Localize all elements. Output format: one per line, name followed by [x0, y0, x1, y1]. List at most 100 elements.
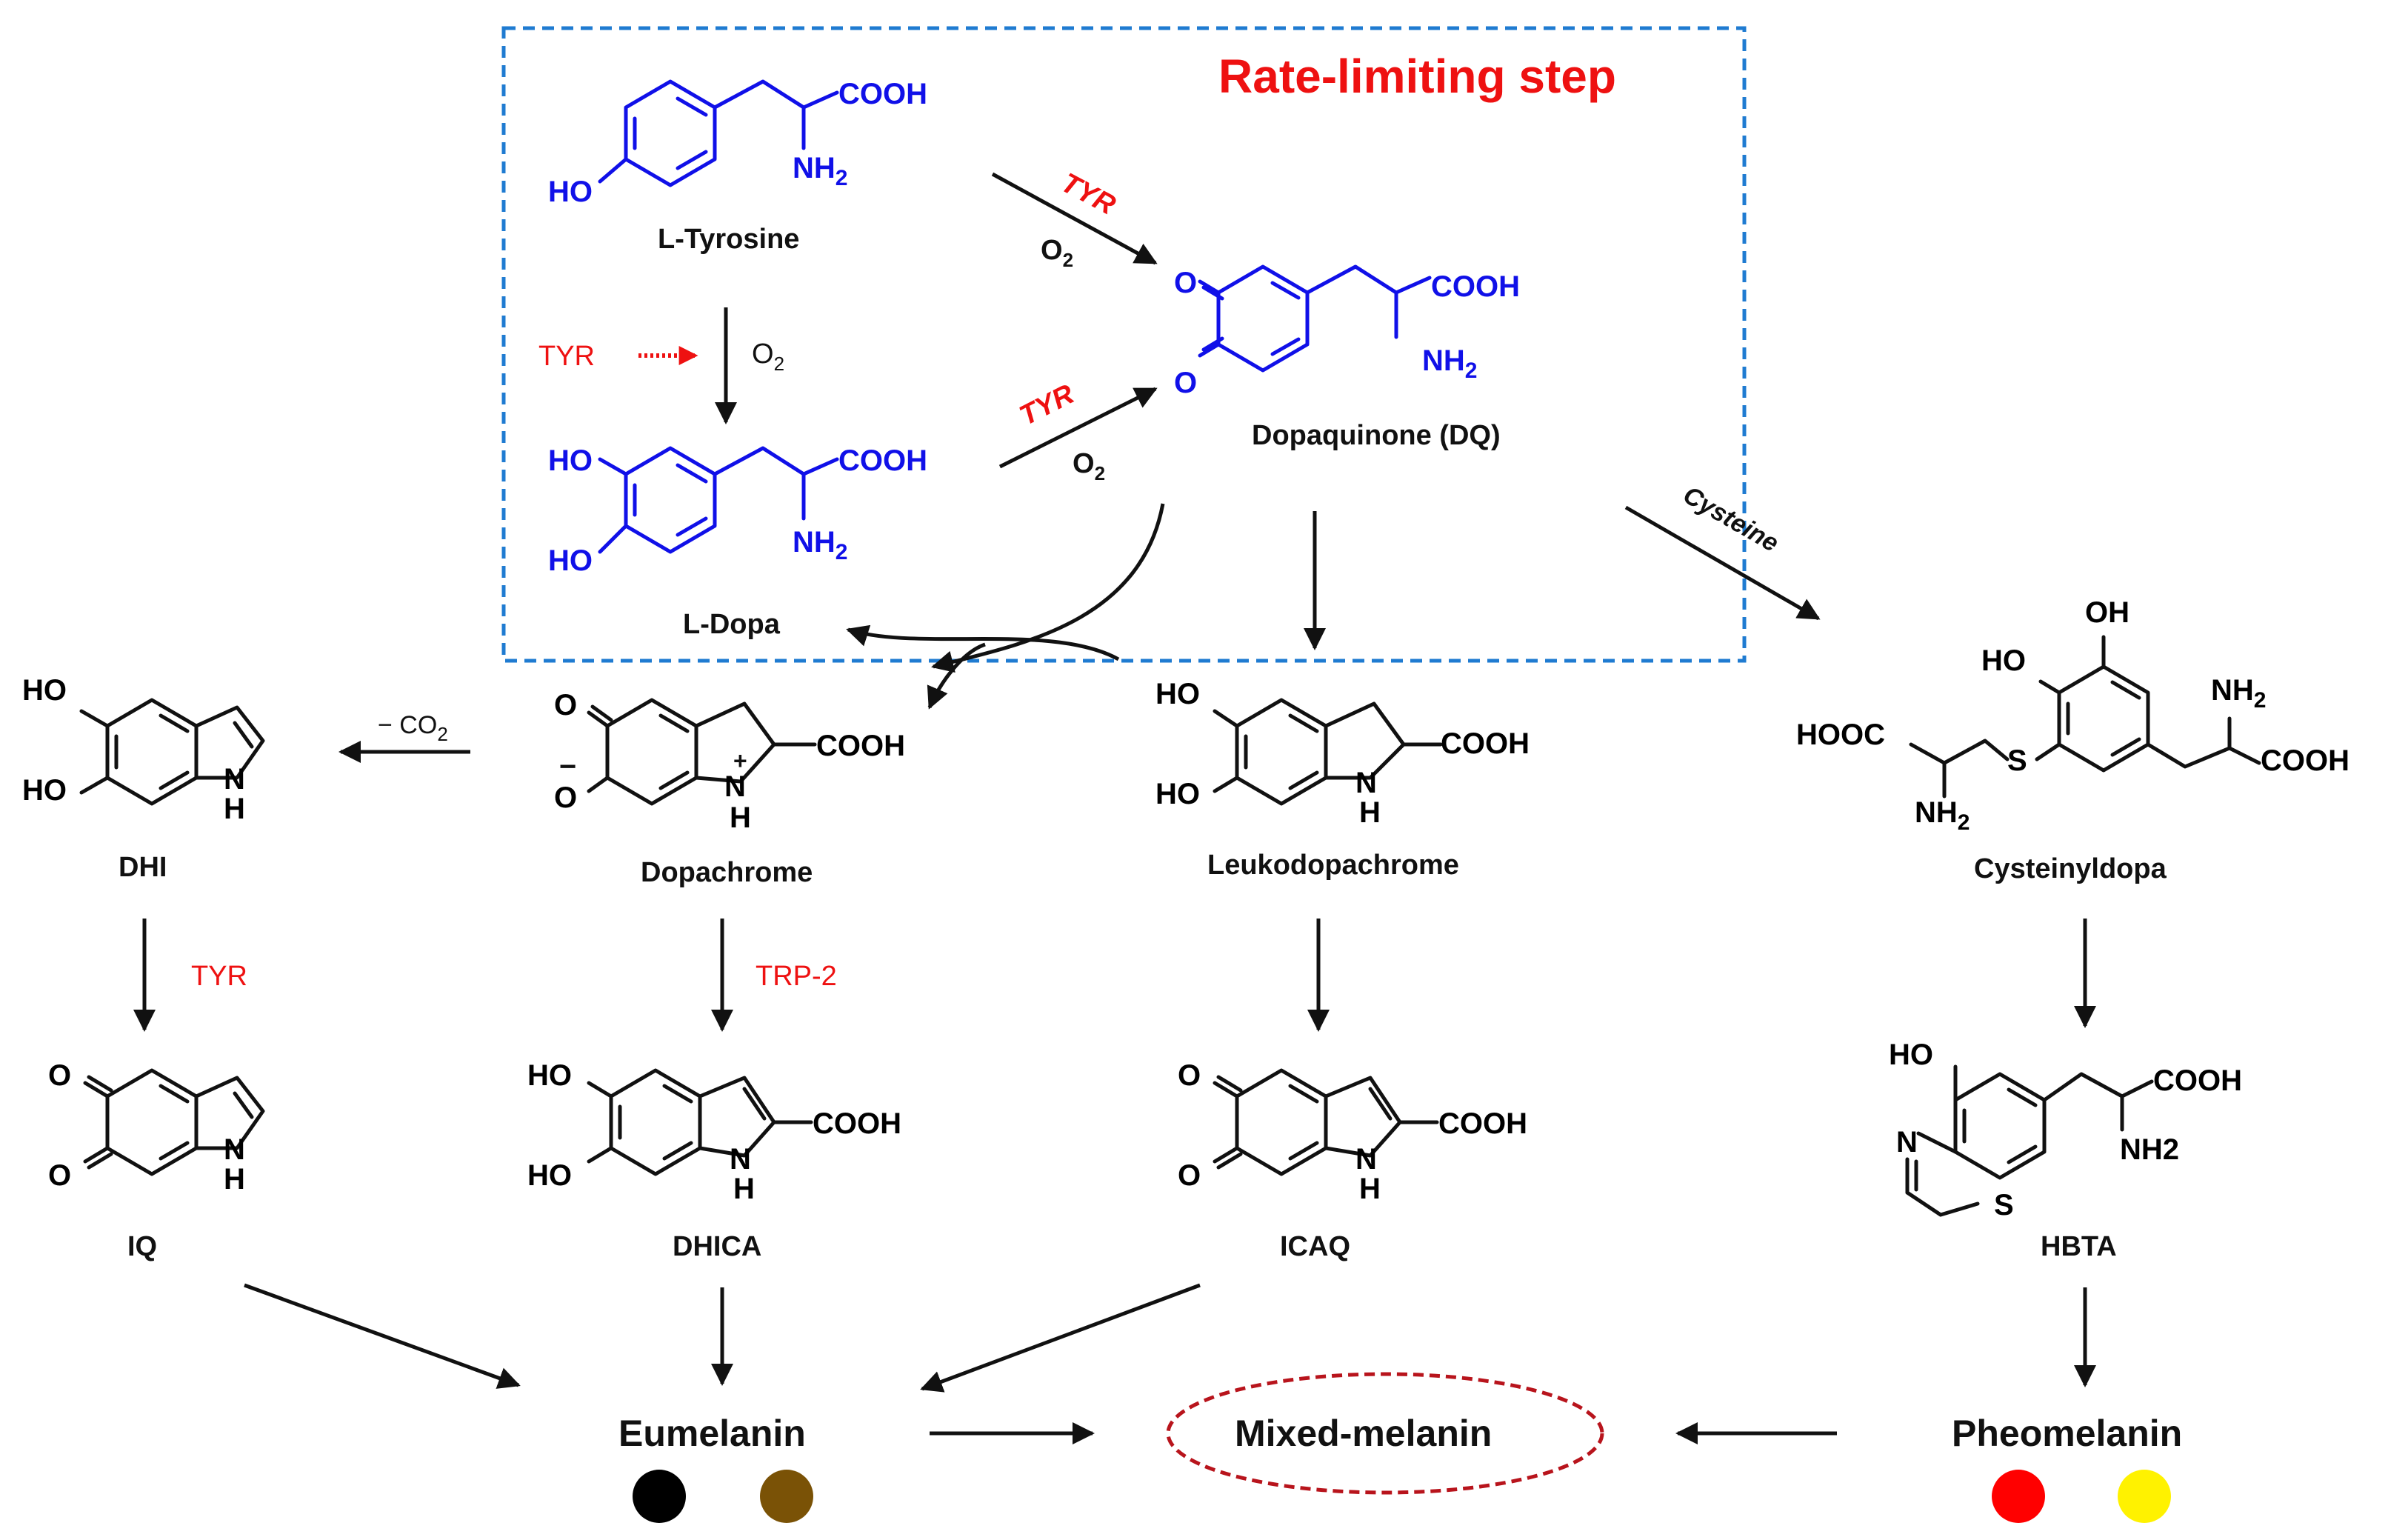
ldopa-ho-bottom: HO	[548, 544, 593, 577]
dhica-n: N	[730, 1143, 751, 1176]
hbta-nh2: NH2	[2120, 1133, 2179, 1166]
label-icaq: ICAQ	[1280, 1231, 1350, 1262]
cysdopa-hooc: HOOC	[1796, 719, 1885, 751]
dhica-ho-top: HO	[527, 1059, 572, 1092]
product-pheomelanin: Pheomelanin	[1952, 1413, 2182, 1454]
arrow-icaq-to-eumelanin	[920, 1283, 1201, 1393]
dopachrome-o-bottom: O	[554, 781, 577, 814]
pheomelanin-yellow-dot	[2118, 1470, 2171, 1523]
leuko-cooh: COOH	[1441, 727, 1530, 760]
eumelanin-brown-dot	[760, 1470, 813, 1523]
dopaquinone-structure: COOH NH2 O O	[1174, 264, 1520, 399]
cysdopa-cooh: COOH	[2261, 744, 2349, 777]
dhica-structure: HO HO N H COOH	[527, 1059, 901, 1205]
tyrosine-nh2: NH2	[793, 152, 847, 190]
cysdopa-nh2-right: NH2	[2211, 674, 2266, 713]
label-dhi: DHI	[119, 852, 167, 883]
box-title: Rate-limiting step	[1218, 50, 1616, 103]
dq-o-bottom: O	[1174, 367, 1197, 399]
dopachrome-minus: −	[559, 750, 576, 783]
icaq-h: H	[1359, 1173, 1381, 1205]
iq-h: H	[224, 1163, 245, 1196]
iq-o-bottom: O	[48, 1159, 71, 1192]
product-mixed-melanin: Mixed-melanin	[1235, 1413, 1492, 1454]
dhi-structure: HO HO N H	[22, 674, 265, 825]
cysdopa-nh2-left: NH2	[1915, 796, 1970, 835]
hbta-cooh: COOH	[2153, 1064, 2242, 1097]
dhi-ho-bottom: HO	[22, 774, 67, 807]
label-dopachrome: Dopachrome	[641, 857, 813, 888]
label-tyrosine: L-Tyrosine	[658, 224, 799, 255]
product-eumelanin: Eumelanin	[618, 1413, 806, 1454]
hbta-n: N	[1896, 1126, 1918, 1159]
cysdopa-ho: HO	[1981, 644, 2026, 677]
dopachrome-cooh: COOH	[816, 730, 905, 762]
mixed-melanin-ellipse	[1166, 1372, 1604, 1495]
icaq-structure: O O N H COOH	[1178, 1059, 1527, 1205]
icaq-n: N	[1355, 1143, 1377, 1176]
iq-n: N	[224, 1133, 245, 1166]
icaq-cooh: COOH	[1438, 1107, 1527, 1140]
arrow-iq-to-eumelanin	[244, 1283, 521, 1389]
pheomelanin-red-dot	[1992, 1470, 2045, 1523]
enzyme-tyr-tyrosine-dopa: TYR	[538, 341, 595, 372]
dopachrome-h: H	[730, 801, 751, 834]
dhi-h: H	[224, 793, 245, 825]
tyrosine-cooh: COOH	[838, 78, 927, 110]
label-ldopa: L-Dopa	[683, 609, 781, 640]
enzyme-tyr-dhi-iq: TYR	[191, 961, 247, 992]
dq-nh2: NH2	[1422, 344, 1477, 383]
dhi-n: N	[224, 763, 245, 796]
tyrosine-structure: COOH NH2 HO	[548, 78, 927, 208]
leuko-h: H	[1359, 796, 1381, 829]
hbta-s: S	[1994, 1189, 2014, 1221]
hbta-ho: HO	[1889, 1039, 1933, 1071]
label-leukodopachrome: Leukodopachrome	[1207, 850, 1459, 881]
cysteinyldopa-structure: OH HO S HOOC NH2 NH2 COOH	[1796, 596, 2349, 835]
rate-limiting-box	[501, 26, 1747, 663]
ldopa-cooh: COOH	[838, 444, 927, 477]
dhi-ho-top: HO	[22, 674, 67, 707]
dhica-h: H	[733, 1173, 755, 1205]
dopachrome-plus: +	[733, 747, 747, 774]
hbta-structure: HO N S COOH NH2	[1889, 1039, 2242, 1221]
dhica-cooh: COOH	[813, 1107, 901, 1140]
enzyme-trp2: TRP-2	[756, 961, 837, 992]
arrow-curve-to-dopachrome	[927, 642, 986, 710]
dopachrome-structure: O O − + N H COOH	[554, 689, 905, 834]
cysdopa-s: S	[2007, 744, 2027, 777]
label-hbta: HBTA	[2041, 1231, 2117, 1262]
ldopa-nh2: NH2	[793, 526, 847, 564]
arrow-dopa-to-dq	[998, 387, 1158, 469]
icaq-o-top: O	[1178, 1059, 1201, 1092]
dq-cooh: COOH	[1431, 270, 1520, 303]
o2-tyrosine-dq: O2	[1041, 235, 1073, 271]
leuko-ho-bottom: HO	[1155, 778, 1200, 810]
iq-structure: O O N H	[48, 1059, 265, 1196]
label-iq: IQ	[127, 1231, 157, 1262]
ldopa-structure: COOH NH2 HO HO	[548, 444, 927, 577]
arrow-dq-to-cysteinyldopa	[1624, 505, 1821, 621]
label-cysteinyldopa: Cysteinyldopa	[1974, 853, 2167, 884]
o2-tyrosine-dopa: O2	[752, 339, 784, 375]
dq-o-top: O	[1174, 267, 1197, 299]
o2-dopa-dq: O2	[1073, 448, 1105, 484]
ldopa-ho-top: HO	[548, 444, 593, 477]
dopachrome-n: N	[724, 770, 746, 803]
eumelanin-black-dot	[633, 1470, 686, 1523]
leuko-n: N	[1355, 767, 1377, 799]
dhica-ho-bottom: HO	[527, 1159, 572, 1192]
arrow-dq-to-dopachrome	[931, 503, 1165, 673]
icaq-o-bottom: O	[1178, 1159, 1201, 1192]
cysdopa-oh: OH	[2085, 596, 2129, 629]
leukodopachrome-structure: HO HO N H COOH	[1155, 678, 1530, 829]
label-dopaquinone: Dopaquinone (DQ)	[1252, 420, 1501, 451]
tyrosine-ho: HO	[548, 176, 593, 208]
label-dhica: DHICA	[673, 1231, 761, 1262]
leuko-ho-top: HO	[1155, 678, 1200, 710]
dopachrome-o-top: O	[554, 689, 577, 721]
iq-o-top: O	[48, 1059, 71, 1092]
arrow-tyrosine-to-dq	[991, 172, 1158, 265]
arrow-dq-curve-to-ldopa	[846, 624, 1120, 661]
